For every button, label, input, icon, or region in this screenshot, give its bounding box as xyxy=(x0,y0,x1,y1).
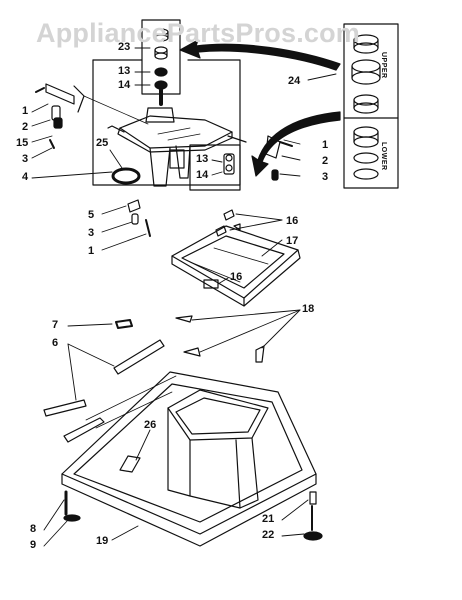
callout-3: 3 xyxy=(88,227,95,239)
callout-1: 1 xyxy=(22,105,29,117)
bearing-stack xyxy=(153,28,169,106)
callout-6: 6 xyxy=(52,337,59,349)
callout-2: 2 xyxy=(322,155,329,167)
callout-14: 14 xyxy=(196,169,209,181)
leveling-feet xyxy=(63,490,323,541)
base-frame xyxy=(61,371,317,547)
callout-24: 24 xyxy=(288,75,301,87)
pointer-arrow-lower xyxy=(251,111,341,177)
callout-16: 16 xyxy=(230,271,243,283)
callout-25: 25 xyxy=(96,137,109,149)
leader-lines xyxy=(31,47,337,547)
callout-15: 15 xyxy=(16,137,29,149)
callout-22: 22 xyxy=(262,529,275,541)
left-bracket-parts xyxy=(35,83,149,149)
callout-13: 13 xyxy=(118,65,131,77)
callout-21: 21 xyxy=(262,513,275,525)
callout-3: 3 xyxy=(22,153,29,165)
transmission xyxy=(107,107,247,187)
lower-hardware xyxy=(127,199,151,237)
inset-label-upper: UPPER xyxy=(380,52,387,79)
callout-26: 26 xyxy=(144,419,157,431)
callout-19: 19 xyxy=(96,535,109,547)
callout-4: 4 xyxy=(22,171,29,183)
pointer-arrow-24 xyxy=(179,39,341,71)
bearing-inset xyxy=(343,23,399,189)
callout-1: 1 xyxy=(322,139,329,151)
callout-8: 8 xyxy=(30,523,37,535)
callout-14: 14 xyxy=(118,79,131,91)
callout-7: 7 xyxy=(52,319,59,331)
loose-parts xyxy=(43,315,265,417)
spring-ring xyxy=(111,167,141,185)
callout-3: 3 xyxy=(322,171,329,183)
watermark-text: AppliancePartsPros.com xyxy=(36,18,361,48)
callout-5: 5 xyxy=(88,209,95,221)
callout-1: 1 xyxy=(88,245,95,257)
inset-label-lower: LOWER xyxy=(380,142,387,171)
callout-23: 23 xyxy=(118,41,131,53)
callout-17: 17 xyxy=(286,235,299,247)
callout-9: 9 xyxy=(30,539,37,551)
callout-16: 16 xyxy=(286,215,299,227)
tub-support-frame xyxy=(171,209,301,307)
callout-13: 13 xyxy=(196,153,209,165)
callout-18: 18 xyxy=(302,303,315,315)
callout-2: 2 xyxy=(22,121,29,133)
